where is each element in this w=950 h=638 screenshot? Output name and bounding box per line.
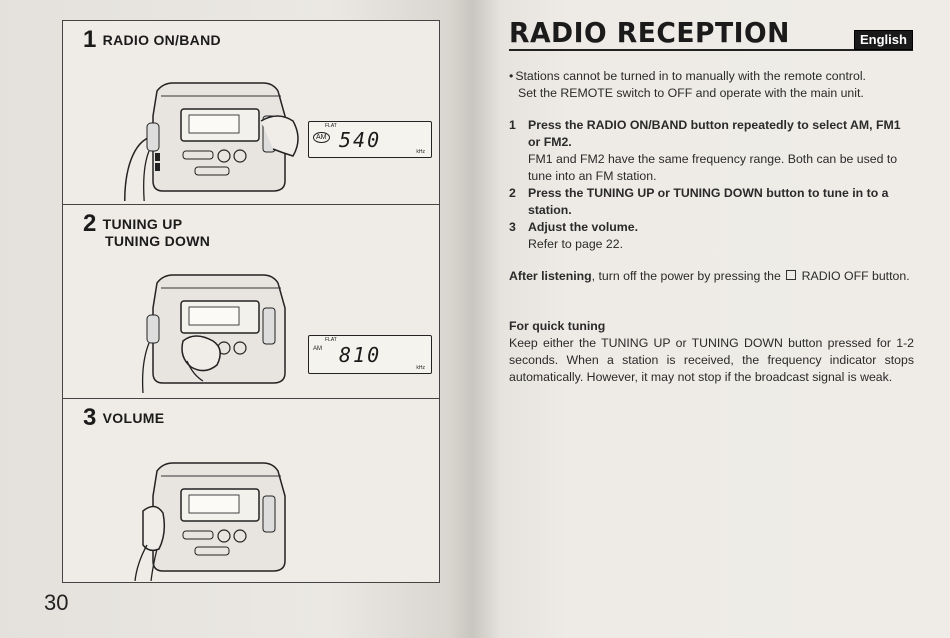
step-item: 1 Press the RADIO ON/BAND button repeate… [509,117,914,185]
quick-tuning-heading: For quick tuning [509,319,606,333]
lcd-display: AM FLAT 540 kHz [308,121,432,158]
bullet-icon: • [509,69,514,83]
cassette-player-illustration [141,274,286,393]
panel-heading: 1 RADIO ON/BAND [83,28,221,52]
lcd-mode-indicator: FLAT [325,123,337,129]
step-heading: Adjust the volume. [528,220,638,234]
instruction-steps: 1 Press the RADIO ON/BAND button repeate… [509,117,914,253]
page-number: 30 [44,590,69,615]
cassette-player-illustration [124,82,299,201]
page-title: RADIO RECEPTION [509,16,790,49]
panel-tuning: 2 TUNING UP TUNING DOWN AM FLAT 810 [63,204,439,398]
lcd-band-indicator: AM [313,346,322,352]
panel-label: RADIO ON/BAND [102,32,221,48]
lcd-frequency: 810 [339,343,382,367]
quick-tuning-section: For quick tuning Keep either the TUNING … [509,318,914,386]
cassette-player-illustration [134,462,286,581]
lcd-unit: kHz [416,365,425,371]
after-listening-paragraph: After listening, turn off the power by p… [509,268,914,285]
step-heading: Press the TUNING UP or TUNING DOWN butto… [528,186,889,217]
panel-volume: 3 VOLUME [63,398,439,582]
note-line-2: Set the REMOTE switch to OFF and operate… [518,86,864,100]
step-heading: Press the RADIO ON/BAND button repeatedl… [528,118,901,149]
lcd-mode-indicator: FLAT [325,337,337,343]
after-listening-text-end: RADIO OFF button. [801,269,910,283]
panel-label: VOLUME [102,410,165,426]
language-badge: English [854,30,913,50]
panel-step-number: 1 [83,26,97,53]
note-line-1: Stations cannot be turned in to manually… [515,69,866,83]
right-page [472,0,950,638]
step-item: 3 Adjust the volume. Refer to page 22. [509,219,914,253]
panel-label: TUNING UP [102,216,183,232]
after-listening-label: After listening [509,269,592,283]
panel-label-secondary: TUNING DOWN [105,233,211,249]
remote-note: •Stations cannot be turned in to manuall… [509,68,914,102]
step-number: 2 [509,186,516,200]
step-item: 2 Press the TUNING UP or TUNING DOWN but… [509,185,914,219]
after-listening-text: , turn off the power by pressing the [591,269,781,283]
step-detail: FM1 and FM2 have the same frequency rang… [528,152,898,183]
panel-step-number: 3 [83,404,97,431]
step-detail: Refer to page 22. [528,237,624,251]
lcd-frequency: 540 [339,128,382,152]
step-number: 3 [509,220,516,234]
lcd-display: AM FLAT 810 kHz [308,335,432,374]
radio-off-button-icon [786,270,797,280]
panel-heading: 2 TUNING UP TUNING DOWN [83,212,211,250]
quick-tuning-text: Keep either the TUNING UP or TUNING DOWN… [509,336,914,384]
lcd-unit: kHz [416,149,425,155]
step-number: 1 [509,118,516,132]
panel-heading: 3 VOLUME [83,406,165,430]
lcd-band-indicator: AM [313,132,330,143]
title-underline [509,49,913,51]
panel-step-number: 2 [83,210,97,237]
